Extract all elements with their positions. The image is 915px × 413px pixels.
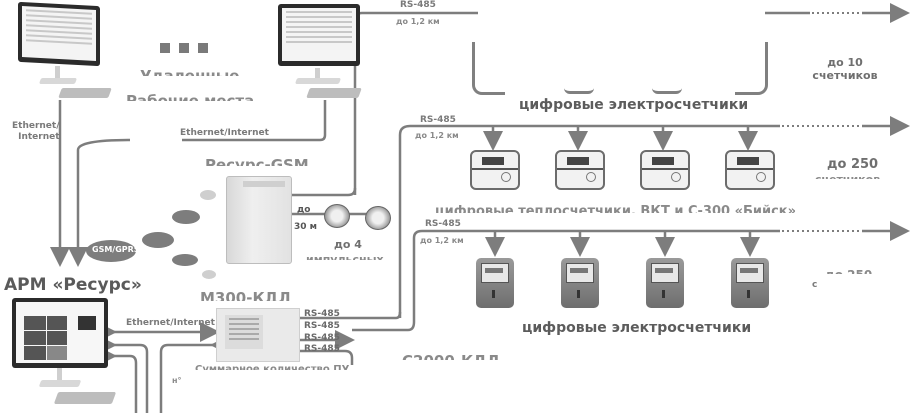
bus3-distance: до 1,2 км	[420, 236, 464, 245]
bus3-devices-caption: цифровые электросчетчики	[522, 320, 752, 336]
gsm-controller-device	[226, 176, 292, 264]
electric-meter-1	[476, 258, 514, 308]
bus1-limit-line2: счетчиков	[812, 69, 878, 82]
controller-device	[216, 308, 300, 362]
ctrl-out-4	[300, 349, 354, 365]
bus2-limit-line2: счетчиков	[815, 173, 880, 179]
app-tile	[47, 346, 67, 360]
electric-meter-2	[561, 258, 599, 308]
bus1-meter-4	[735, 42, 768, 95]
keyboard-icon	[53, 392, 117, 404]
electric-meter-3	[646, 258, 684, 308]
uplink-label-right: Ethernet/Internet	[180, 128, 269, 138]
controller-output-2: RS-485	[304, 321, 340, 331]
bus3-protocol: RS-485	[425, 219, 461, 229]
arm-title: АРМ «Ресурс»	[4, 275, 142, 295]
keyboard-icon	[58, 88, 112, 98]
cloud-icon	[200, 190, 216, 200]
workstation-arm	[12, 298, 117, 413]
heat-meter-2	[555, 150, 605, 190]
cloud-icon	[142, 232, 174, 248]
controller-footnote: н°	[172, 376, 182, 385]
gsm-gprs-label: GSM/GPRS	[92, 245, 140, 254]
pulse-count: до 4	[334, 238, 362, 251]
bus1-meter-2	[564, 88, 594, 94]
arm-link-label: Ethernet/Internet	[126, 318, 215, 328]
line-gsm-to-arm	[68, 138, 131, 267]
bus1-devices-caption: цифровые электросчетчики	[519, 97, 749, 113]
workstation-top-right	[278, 4, 368, 104]
gsm-gprs-cloud: GSM/GPRS	[86, 240, 140, 262]
ghost-title-top-1: Удаленные	[140, 67, 240, 76]
cloud-icon	[172, 210, 200, 224]
line-ws2-down	[182, 100, 327, 142]
pulse-distance-line2: 30 м	[294, 222, 318, 232]
controller-caption: Суммарное количество ПУ	[195, 364, 350, 370]
app-tile	[47, 331, 67, 345]
water-meter-icon	[324, 204, 350, 228]
pulse-distance-line1: до	[297, 205, 311, 215]
ctrl-out-1	[300, 311, 402, 320]
bus1-meter-3	[652, 88, 682, 94]
bus1-limit-line1: до 10	[827, 56, 863, 69]
water-meter-icon	[365, 206, 391, 230]
gsm-device-title: Ресурс-GSM	[205, 156, 309, 166]
bus2-limit-line1: до 250	[827, 157, 879, 172]
controller-output-4: RS-485	[304, 344, 340, 354]
heat-meter-4	[725, 150, 775, 190]
app-tile	[24, 346, 46, 360]
pulse-type: импульсных	[306, 253, 384, 260]
line-bus3	[352, 229, 780, 332]
bus1-protocol: RS-485	[400, 0, 436, 10]
line-bus1	[353, 11, 478, 195]
app-tile	[78, 316, 96, 330]
cloud-icon	[172, 254, 198, 266]
bus3-limit-line1: до 250	[825, 268, 872, 274]
monitor-screen	[18, 1, 100, 67]
controller-output-3: RS-485	[304, 333, 340, 343]
controller-output-1: RS-485	[304, 309, 340, 319]
ghost-title-top-2: Рабочие места	[126, 92, 254, 101]
cloud-icon	[202, 270, 216, 279]
bus1-distance: до 1,2 км	[396, 17, 440, 26]
three-squares-icon	[160, 38, 217, 57]
app-tile	[24, 316, 46, 330]
heat-meter-1	[470, 150, 520, 190]
bus3-limit-line2: с	[812, 280, 818, 290]
monitor-screen	[12, 298, 108, 368]
app-tile	[47, 316, 67, 330]
bus2-distance: до 1,2 км	[415, 131, 459, 140]
heat-meter-3	[640, 150, 690, 190]
bus2-devices-caption: цифровые теплосчетчики, ВКТ и С-300 «Бий…	[435, 204, 797, 213]
uplink-label-left: Ethernet/ Internet	[12, 121, 60, 142]
arm-link-4	[159, 335, 230, 413]
workstation-top-left	[18, 1, 112, 104]
keyboard-icon	[306, 88, 362, 98]
electric-meter-4	[731, 258, 769, 308]
monitor-screen	[278, 4, 360, 66]
bus1-meter-1	[472, 42, 505, 95]
bus1-limit: до 10 счетчиков	[800, 56, 890, 82]
arm-link-3	[97, 346, 138, 413]
arm-link-2	[97, 335, 149, 413]
controller-title: M300-КДЛ	[200, 289, 291, 301]
line-gsm-bus1	[292, 187, 357, 197]
app-tile	[24, 331, 46, 345]
controller-bottom-title: С2000-КДЛ	[402, 352, 499, 360]
bus2-protocol: RS-485	[420, 115, 456, 125]
